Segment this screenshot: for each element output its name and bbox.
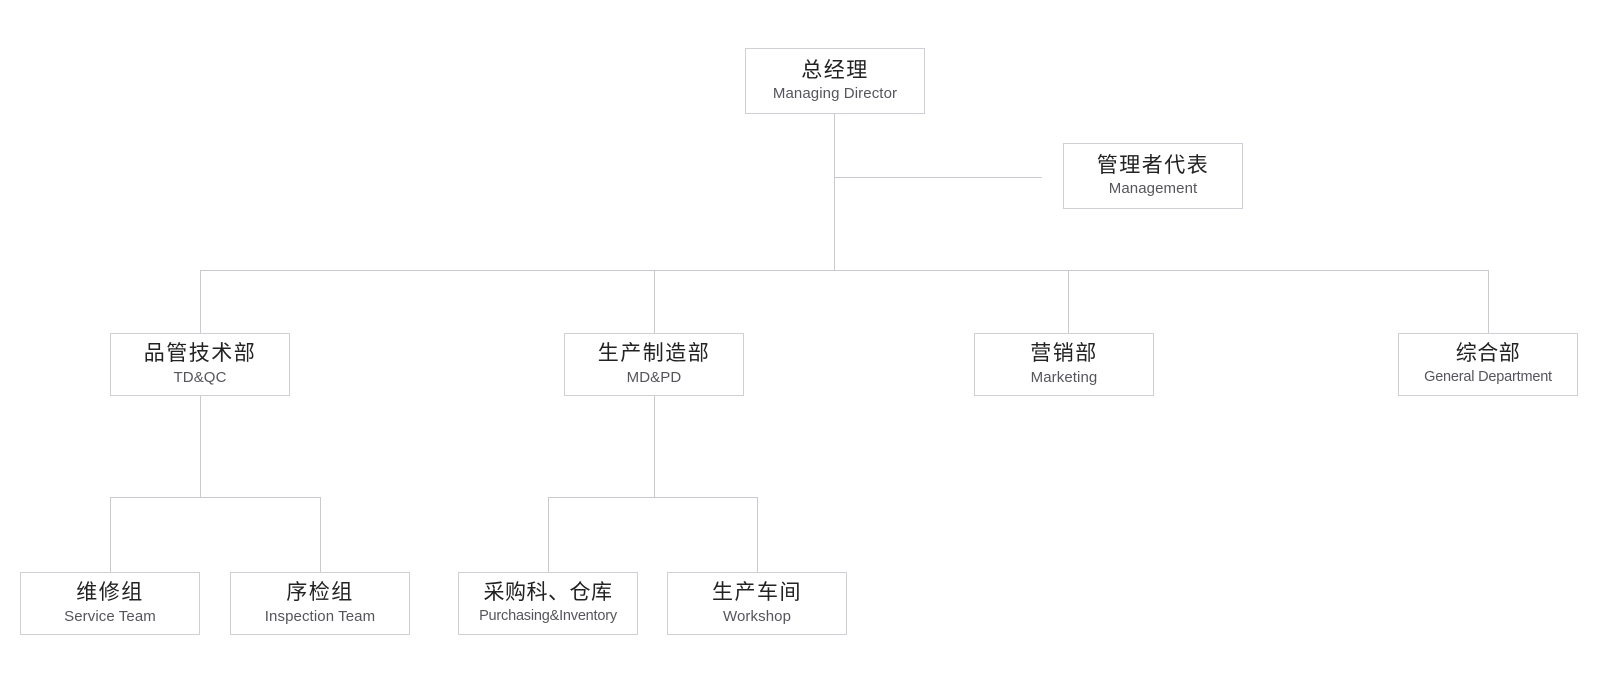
node-management-representative-en-label: Management	[1108, 180, 1198, 198]
node-inspection-team-cn-label: 序检组	[286, 581, 354, 605]
node-td-qc-en-label: TD&QC	[173, 368, 227, 386]
connector-td-qc-bus	[110, 497, 321, 498]
node-managing-director[interactable]: 总经理 Managing Director	[745, 48, 925, 114]
node-managing-director-en-label: Managing Director	[772, 85, 898, 103]
node-general-department-cn-label: 综合部	[1455, 342, 1521, 366]
node-service-team-cn-label: 维修组	[76, 581, 144, 605]
node-general-department[interactable]: 综合部 General Department	[1398, 333, 1578, 396]
node-workshop-en-label: Workshop	[722, 607, 792, 625]
node-management-representative-cn-label: 管理者代表	[1096, 153, 1210, 177]
connector-drop-td-qc	[200, 270, 201, 333]
node-inspection-team-en-label: Inspection Team	[264, 607, 376, 625]
node-managing-director-cn-label: 总经理	[801, 58, 869, 82]
node-td-qc-cn-label: 品管技术部	[143, 342, 257, 366]
node-service-team-en-label: Service Team	[64, 607, 156, 625]
node-service-team[interactable]: 维修组 Service Team	[20, 572, 200, 635]
node-purchasing-inventory-cn-label: 采购科、仓库	[483, 581, 613, 605]
node-purchasing-inventory[interactable]: 采购科、仓库 Purchasing&Inventory	[458, 572, 638, 635]
connector-md-pd-bus	[548, 497, 758, 498]
node-management-representative[interactable]: 管理者代表 Management	[1063, 143, 1243, 209]
node-td-qc[interactable]: 品管技术部 TD&QC	[110, 333, 290, 396]
connector-td-qc-stem	[200, 396, 201, 498]
connector-drop-workshop	[757, 497, 758, 572]
connector-md-pd-stem	[654, 396, 655, 498]
connector-main-bus	[200, 270, 1489, 271]
node-md-pd-en-label: MD&PD	[626, 368, 682, 386]
node-workshop[interactable]: 生产车间 Workshop	[667, 572, 847, 635]
node-inspection-team[interactable]: 序检组 Inspection Team	[230, 572, 410, 635]
node-general-department-en-label: General Department	[1424, 369, 1552, 385]
node-marketing-cn-label: 营销部	[1030, 342, 1098, 366]
node-workshop-cn-label: 生产车间	[712, 581, 802, 605]
node-md-pd[interactable]: 生产制造部 MD&PD	[564, 333, 744, 396]
node-purchasing-inventory-en-label: Purchasing&Inventory	[479, 608, 617, 624]
connector-drop-inspection-team	[320, 497, 321, 572]
connector-drop-service-team	[110, 497, 111, 572]
node-marketing[interactable]: 营销部 Marketing	[974, 333, 1154, 396]
connector-drop-purchasing-inventory	[548, 497, 549, 572]
connector-drop-md-pd	[654, 270, 655, 333]
connector-md-trunk	[834, 114, 835, 270]
node-md-pd-cn-label: 生产制造部	[597, 342, 711, 366]
node-marketing-en-label: Marketing	[1030, 368, 1098, 386]
connector-md-to-management	[834, 177, 1042, 178]
connector-drop-marketing	[1068, 270, 1069, 333]
connector-drop-general-department	[1488, 270, 1489, 333]
